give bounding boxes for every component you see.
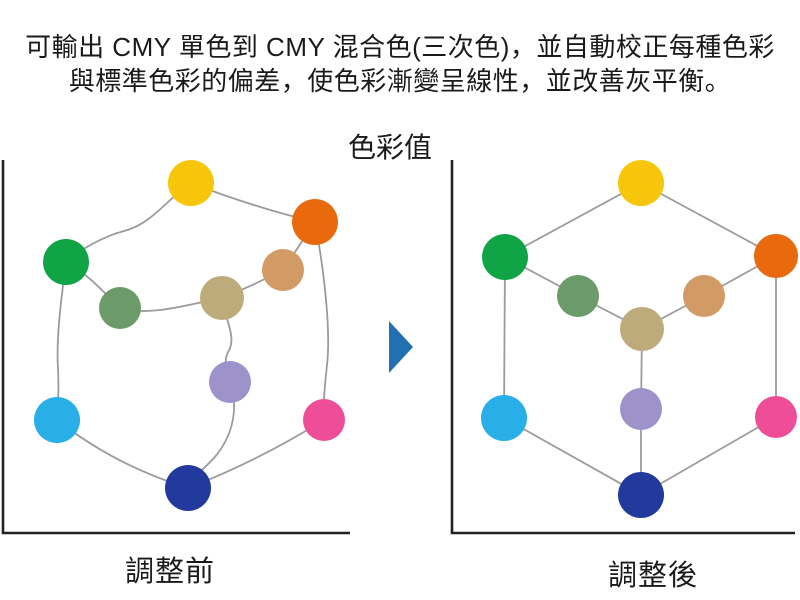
node-before-cyan xyxy=(34,397,80,443)
node-after-pink xyxy=(755,396,797,438)
transition-arrow-icon xyxy=(389,321,413,373)
header-text: 可輸出 CMY 單色到 CMY 混合色(三次色)，並自動校正每種色彩 與標準色彩… xyxy=(0,30,800,98)
node-after-khaki xyxy=(620,307,664,351)
node-before-green xyxy=(43,239,89,285)
node-before-yellow xyxy=(168,160,214,206)
color-cube-diagram xyxy=(1,160,798,535)
node-before-dark-blue xyxy=(165,465,211,511)
node-before-lavender xyxy=(209,361,251,403)
axis-frame-before xyxy=(1,160,350,535)
node-after-cyan xyxy=(481,395,527,441)
edge-line xyxy=(314,221,330,421)
node-before-tan xyxy=(262,249,304,291)
header-line-2: 與標準色彩的偏差，使色彩漸變呈線性，並改善灰平衡。 xyxy=(68,66,732,96)
node-after-green xyxy=(482,234,528,280)
edge-line xyxy=(503,417,642,496)
node-after-dark-blue xyxy=(618,472,664,518)
node-before-sea-green xyxy=(99,287,141,329)
edge-line xyxy=(640,416,777,496)
axis-frame-after xyxy=(450,160,795,535)
diagram-title: 色彩值 xyxy=(347,132,432,163)
edge-line xyxy=(504,182,642,258)
node-after-orange xyxy=(754,234,798,278)
before-label: 調整前 xyxy=(124,556,215,588)
edge-line xyxy=(56,261,67,421)
node-after-sea-green xyxy=(557,275,599,317)
node-after-yellow xyxy=(618,160,664,206)
node-before-khaki xyxy=(200,276,244,320)
node-before-pink xyxy=(303,399,345,441)
node-before-orange xyxy=(292,199,338,245)
after-label: 調整後 xyxy=(607,560,698,592)
panel-before xyxy=(1,160,350,535)
node-after-lavender xyxy=(620,388,662,430)
edge-line xyxy=(503,256,506,419)
edge-line xyxy=(640,182,777,257)
header-line-1: 可輸出 CMY 單色到 CMY 混合色(三次色)，並自動校正每種色彩 xyxy=(25,32,775,62)
panel-after xyxy=(450,160,798,535)
node-after-tan xyxy=(683,275,725,317)
